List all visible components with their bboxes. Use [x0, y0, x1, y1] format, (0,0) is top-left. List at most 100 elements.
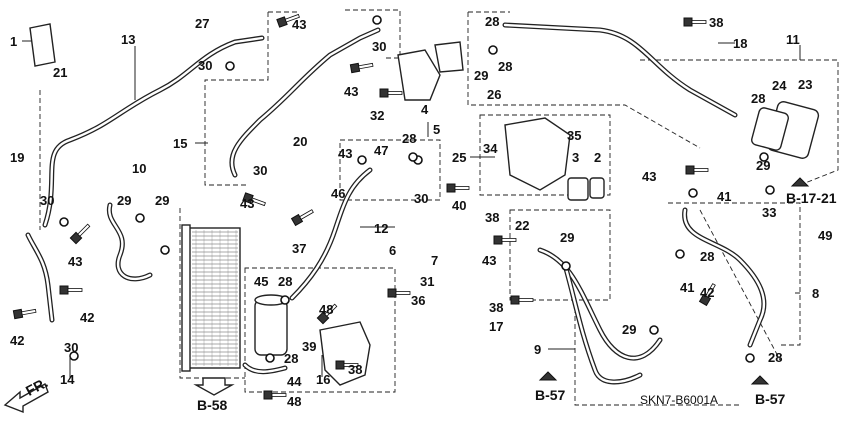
o-ring-icon	[135, 213, 145, 223]
callout-28: 28	[284, 351, 298, 366]
callout-7: 7	[431, 253, 438, 268]
callout-37: 37	[292, 241, 306, 256]
callout-9: 9	[534, 342, 541, 357]
ref-b1721[interactable]: B-17-21	[786, 190, 837, 206]
o-ring-icon	[675, 249, 685, 259]
callout-28: 28	[751, 91, 765, 106]
front-arrow: FR.	[3, 374, 50, 414]
o-ring-icon	[265, 353, 275, 363]
bolt-icon	[242, 192, 266, 207]
o-ring-icon	[280, 295, 290, 305]
callout-27: 27	[195, 16, 209, 31]
callout-26: 26	[487, 87, 501, 102]
callout-28: 28	[402, 131, 416, 146]
callout-44: 44	[287, 374, 302, 389]
callout-43: 43	[642, 169, 656, 184]
pipes	[25, 22, 767, 385]
group-outlines	[39, 9, 839, 406]
callout-30: 30	[372, 39, 386, 54]
callout-1: 1	[10, 34, 17, 49]
bolt-icon	[446, 183, 470, 193]
callout-30: 30	[40, 193, 54, 208]
callout-32: 32	[370, 108, 384, 123]
callout-2: 2	[594, 150, 601, 165]
callout-30: 30	[64, 340, 78, 355]
callout-6: 6	[389, 243, 396, 258]
o-ring-icon	[357, 155, 367, 165]
callout-4: 4	[421, 102, 429, 117]
callout-18: 18	[733, 36, 747, 51]
callout-21: 21	[53, 65, 67, 80]
callout-43: 43	[344, 84, 358, 99]
callout-48: 48	[319, 302, 333, 317]
bolt-icon	[316, 303, 338, 325]
callout-43: 43	[338, 146, 352, 161]
callout-3: 3	[572, 150, 579, 165]
callout-8: 8	[812, 286, 819, 301]
o-ring-icon	[745, 353, 755, 363]
callout-17: 17	[489, 319, 503, 334]
callout-48: 48	[287, 394, 301, 409]
ref-b57-left[interactable]: B-57	[535, 387, 566, 403]
ref-b57-right[interactable]: B-57	[755, 391, 786, 407]
callout-46: 46	[331, 186, 345, 201]
bolt-icon	[59, 285, 83, 295]
callout-12: 12	[374, 221, 388, 236]
o-ring-icon	[765, 185, 775, 195]
callout-29: 29	[155, 193, 169, 208]
callout-36: 36	[411, 293, 425, 308]
bolt-icon	[335, 360, 359, 370]
page-references[interactable]: B-58 B-57 B-57 B-17-21	[193, 177, 837, 413]
callout-38: 38	[489, 300, 503, 315]
callout-30: 30	[414, 191, 428, 206]
front-arrow-icon	[3, 382, 49, 414]
receiver-dryer	[254, 294, 288, 356]
callout-42: 42	[700, 285, 714, 300]
o-ring-icon	[488, 45, 498, 55]
callout-14: 14	[60, 372, 75, 387]
o-ring-icon	[759, 152, 769, 162]
diagram-code: SKN7-B6001A	[640, 393, 718, 407]
callout-42: 42	[80, 310, 94, 325]
callout-22: 22	[515, 218, 529, 233]
callout-29: 29	[474, 68, 488, 83]
callout-43: 43	[482, 253, 496, 268]
callout-38: 38	[348, 362, 362, 377]
bolt-icon	[12, 308, 37, 320]
callout-34: 34	[483, 141, 498, 156]
callout-29: 29	[560, 230, 574, 245]
callout-43: 43	[240, 196, 254, 211]
bolt-icon	[276, 13, 300, 28]
b58-arrow-icon	[193, 377, 235, 396]
callout-5: 5	[433, 122, 440, 137]
callout-28: 28	[768, 350, 782, 365]
bolt-icon	[683, 17, 707, 27]
callout-19: 19	[10, 150, 24, 165]
bolt-icon	[510, 295, 534, 305]
o-ring-icon	[160, 245, 170, 255]
callout-40: 40	[452, 198, 466, 213]
callout-43: 43	[292, 17, 306, 32]
callout-30: 30	[253, 163, 267, 178]
o-ring-icon	[688, 188, 698, 198]
callout-28: 28	[278, 274, 292, 289]
callout-20: 20	[293, 134, 307, 149]
callout-29: 29	[756, 158, 770, 173]
b1721-arrow-icon	[790, 177, 810, 187]
o-ring-icon	[561, 261, 571, 271]
callout-43: 43	[68, 254, 82, 269]
callout-labels: 1 2 3 4 5 6 7 8 9 10 11 12 13 14 15 16 1…	[10, 14, 832, 409]
callout-28: 28	[700, 249, 714, 264]
callout-31: 31	[420, 274, 434, 289]
callout-10: 10	[132, 161, 146, 176]
o-ring-icon	[649, 325, 659, 335]
callout-16: 16	[316, 372, 330, 387]
expansion-valve	[397, 41, 464, 101]
leader-lines	[22, 40, 801, 378]
bolt-icon	[263, 390, 287, 400]
o-ring-icon	[372, 15, 382, 25]
callout-38: 38	[485, 210, 499, 225]
o-ring-icon	[408, 152, 418, 162]
bracket-16	[319, 321, 371, 386]
ref-b58[interactable]: B-58	[197, 397, 228, 413]
